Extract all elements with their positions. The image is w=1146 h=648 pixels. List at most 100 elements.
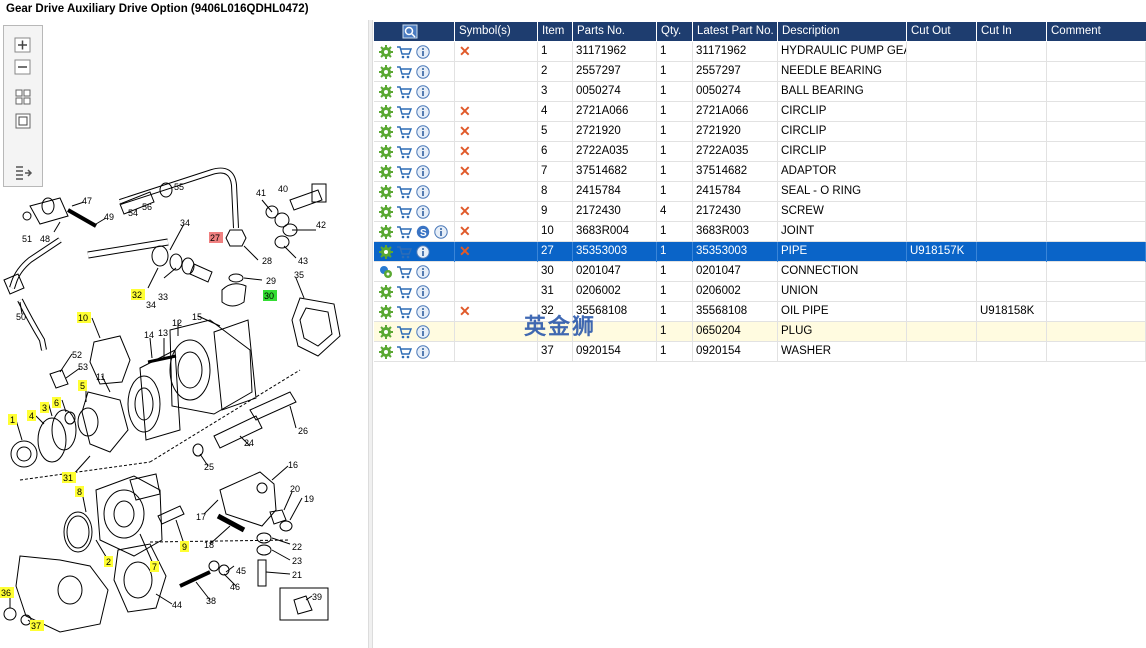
- parts-no-cell[interactable]: 35568108: [573, 302, 657, 322]
- fit-all-icon[interactable]: [13, 88, 33, 106]
- parts-no-cell[interactable]: 2415784: [573, 182, 657, 202]
- cut-in-cell[interactable]: [977, 102, 1047, 122]
- cut-in-cell[interactable]: [977, 42, 1047, 62]
- column-header-actions[interactable]: [374, 22, 455, 41]
- cut-out-cell[interactable]: [907, 182, 977, 202]
- column-header-cut-out[interactable]: Cut Out: [907, 22, 977, 41]
- comment-cell[interactable]: [1047, 162, 1146, 182]
- comment-cell[interactable]: [1047, 42, 1146, 62]
- item-cell[interactable]: 27: [538, 242, 573, 262]
- cut-out-cell[interactable]: [907, 342, 977, 362]
- settings-gear-icon[interactable]: [379, 305, 393, 319]
- parts-no-cell[interactable]: [573, 322, 657, 342]
- comment-cell[interactable]: [1047, 122, 1146, 142]
- cart-icon[interactable]: [396, 225, 413, 239]
- column-header-qty[interactable]: Qty.: [657, 22, 693, 41]
- info-icon[interactable]: [416, 145, 430, 159]
- column-header-description[interactable]: Description: [778, 22, 907, 41]
- cut-in-cell[interactable]: [977, 142, 1047, 162]
- settings-gear-icon[interactable]: [379, 265, 393, 279]
- symbols-cell[interactable]: [455, 262, 538, 282]
- latest-part-no-cell[interactable]: 35353003: [693, 242, 778, 262]
- item-cell[interactable]: 32: [538, 302, 573, 322]
- comment-cell[interactable]: [1047, 222, 1146, 242]
- cut-out-cell[interactable]: [907, 42, 977, 62]
- cut-out-cell[interactable]: [907, 162, 977, 182]
- cut-out-cell[interactable]: [907, 142, 977, 162]
- parts-no-cell[interactable]: 35353003: [573, 242, 657, 262]
- settings-gear-icon[interactable]: [379, 105, 393, 119]
- latest-part-no-cell[interactable]: 2172430: [693, 202, 778, 222]
- cart-icon[interactable]: [396, 325, 413, 339]
- cut-out-cell[interactable]: [907, 282, 977, 302]
- description-cell[interactable]: JOINT: [778, 222, 907, 242]
- cart-icon[interactable]: [396, 65, 413, 79]
- latest-part-no-cell[interactable]: 35568108: [693, 302, 778, 322]
- cut-out-cell[interactable]: [907, 122, 977, 142]
- comment-cell[interactable]: [1047, 142, 1146, 162]
- parts-no-cell[interactable]: 2557297: [573, 62, 657, 82]
- parts-no-cell[interactable]: 2722A035: [573, 142, 657, 162]
- comment-cell[interactable]: [1047, 302, 1146, 322]
- pane-splitter[interactable]: [368, 20, 373, 648]
- cut-in-cell[interactable]: U918158K: [977, 302, 1047, 322]
- symbols-cell[interactable]: ✕: [455, 42, 538, 62]
- cut-out-cell[interactable]: [907, 302, 977, 322]
- latest-part-no-cell[interactable]: 2721920: [693, 122, 778, 142]
- settings-gear-icon[interactable]: [379, 285, 393, 299]
- symbols-cell[interactable]: [455, 322, 538, 342]
- cart-icon[interactable]: [396, 145, 413, 159]
- diagram-pane[interactable]: 47 48 49 51 54 55 56 40 41 42 43 34 27 2…: [0, 20, 368, 648]
- info-icon[interactable]: [416, 125, 430, 139]
- latest-part-no-cell[interactable]: 2557297: [693, 62, 778, 82]
- qty-cell[interactable]: 1: [657, 182, 693, 202]
- item-cell[interactable]: 7: [538, 162, 573, 182]
- info-icon[interactable]: [416, 265, 430, 279]
- settings-gear-icon[interactable]: [379, 145, 393, 159]
- cut-in-cell[interactable]: [977, 122, 1047, 142]
- qty-cell[interactable]: 1: [657, 142, 693, 162]
- symbols-cell[interactable]: ✕: [455, 222, 538, 242]
- settings-gear-icon[interactable]: [379, 125, 393, 139]
- symbols-cell[interactable]: [455, 342, 538, 362]
- comment-cell[interactable]: [1047, 242, 1146, 262]
- export-icon[interactable]: [13, 164, 33, 182]
- description-cell[interactable]: CIRCLIP: [778, 142, 907, 162]
- cart-icon[interactable]: [396, 245, 413, 259]
- info-icon[interactable]: [416, 345, 430, 359]
- info-icon[interactable]: [416, 45, 430, 59]
- settings-gear-icon[interactable]: [379, 185, 393, 199]
- symbols-cell[interactable]: ✕: [455, 202, 538, 222]
- description-cell[interactable]: OIL PIPE: [778, 302, 907, 322]
- cut-in-cell[interactable]: [977, 242, 1047, 262]
- cart-icon[interactable]: [396, 185, 413, 199]
- info-icon[interactable]: [416, 285, 430, 299]
- symbols-cell[interactable]: ✕: [455, 162, 538, 182]
- fit-window-icon[interactable]: [13, 112, 33, 130]
- description-cell[interactable]: SEAL - O RING: [778, 182, 907, 202]
- parts-no-cell[interactable]: 2721A066: [573, 102, 657, 122]
- cart-icon[interactable]: [396, 105, 413, 119]
- cart-icon[interactable]: [396, 165, 413, 179]
- cut-in-cell[interactable]: [977, 262, 1047, 282]
- cart-icon[interactable]: [396, 305, 413, 319]
- cut-in-cell[interactable]: [977, 62, 1047, 82]
- comment-cell[interactable]: [1047, 202, 1146, 222]
- settings-gear-icon[interactable]: [379, 45, 393, 59]
- settings-gear-icon[interactable]: [379, 205, 393, 219]
- parts-no-cell[interactable]: 3683R004: [573, 222, 657, 242]
- settings-gear-icon[interactable]: [379, 165, 393, 179]
- parts-no-cell[interactable]: 2172430: [573, 202, 657, 222]
- cut-in-cell[interactable]: [977, 202, 1047, 222]
- symbols-cell[interactable]: [455, 282, 538, 302]
- qty-cell[interactable]: 1: [657, 242, 693, 262]
- symbols-cell[interactable]: ✕: [455, 242, 538, 262]
- cut-out-cell[interactable]: [907, 322, 977, 342]
- cut-out-cell[interactable]: [907, 102, 977, 122]
